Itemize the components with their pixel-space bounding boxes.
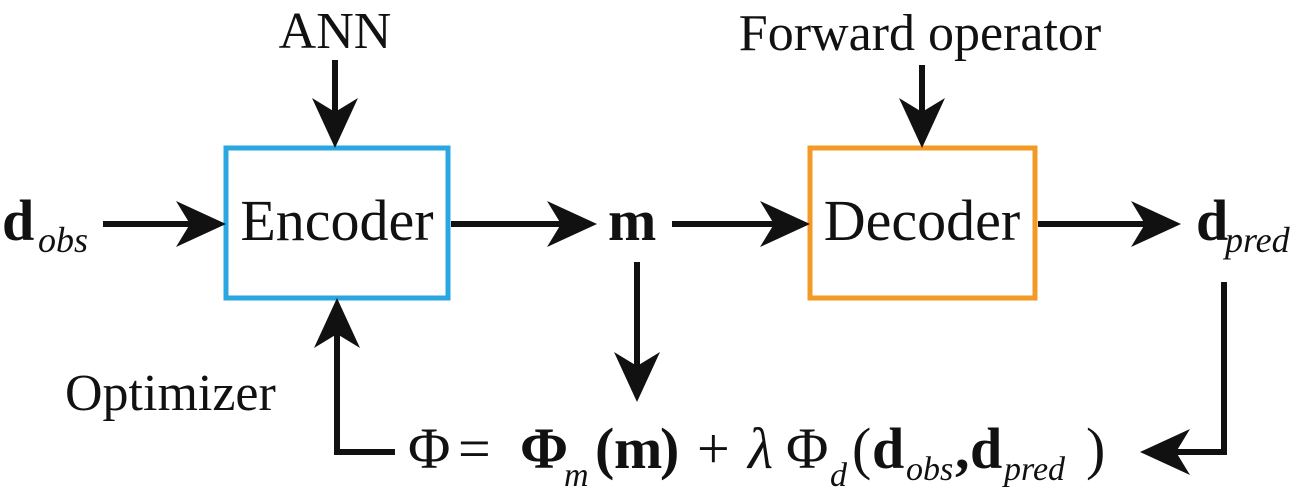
arrow-optimizer-feedback [314, 298, 395, 455]
svg-text:): ) [660, 416, 679, 481]
svg-text:pred: pred [1002, 451, 1066, 488]
svg-text:d: d [872, 416, 904, 481]
svg-text:λ: λ [746, 416, 773, 481]
arrow-forward-operator-to-decoder [899, 65, 945, 148]
encoder-label: Encoder [240, 188, 433, 253]
svg-text:d: d [2, 188, 34, 253]
arrow-encoder-to-m [451, 201, 597, 247]
svg-text:Φ: Φ [408, 416, 450, 481]
decoder-box [807, 145, 1038, 301]
svg-text:m: m [564, 457, 589, 494]
svg-text:pred: pred [1222, 220, 1291, 260]
arrow-dobs-to-encoder [103, 201, 226, 247]
svg-text:+: + [697, 416, 730, 481]
objective-function: Φ = Φ m ( m ) + λ Φ d ( d obs , d pred ) [408, 416, 1105, 494]
svg-text:(: ( [852, 416, 871, 481]
arrow-m-to-decoder [672, 201, 810, 247]
d-pred-variable: d pred [1196, 188, 1291, 260]
svg-text:Φ: Φ [786, 416, 828, 481]
svg-text:d: d [830, 457, 848, 494]
ann-label: ANN [279, 3, 392, 60]
svg-text:Φ: Φ [520, 416, 568, 481]
optimizer-label: Optimizer [65, 365, 276, 422]
svg-text:d: d [970, 416, 1002, 481]
arrow-dpred-to-objective [1140, 282, 1227, 475]
svg-text:): ) [1086, 416, 1105, 481]
svg-text:=: = [458, 416, 491, 481]
svg-text:,: , [955, 416, 970, 481]
arrow-decoder-to-dpred [1038, 201, 1181, 247]
svg-text:d: d [1196, 188, 1228, 253]
svg-text:obs: obs [906, 451, 953, 488]
forward-operator-label: Forward operator [739, 5, 1101, 62]
d-obs-variable: d obs [2, 188, 88, 260]
arrow-m-to-objective [614, 262, 660, 402]
svg-text:m: m [614, 416, 662, 481]
decoder-label: Decoder [824, 188, 1020, 253]
svg-text:(: ( [595, 416, 614, 481]
m-variable: m [608, 188, 656, 253]
svg-text:obs: obs [38, 220, 88, 260]
arrow-ann-to-encoder [312, 60, 358, 148]
